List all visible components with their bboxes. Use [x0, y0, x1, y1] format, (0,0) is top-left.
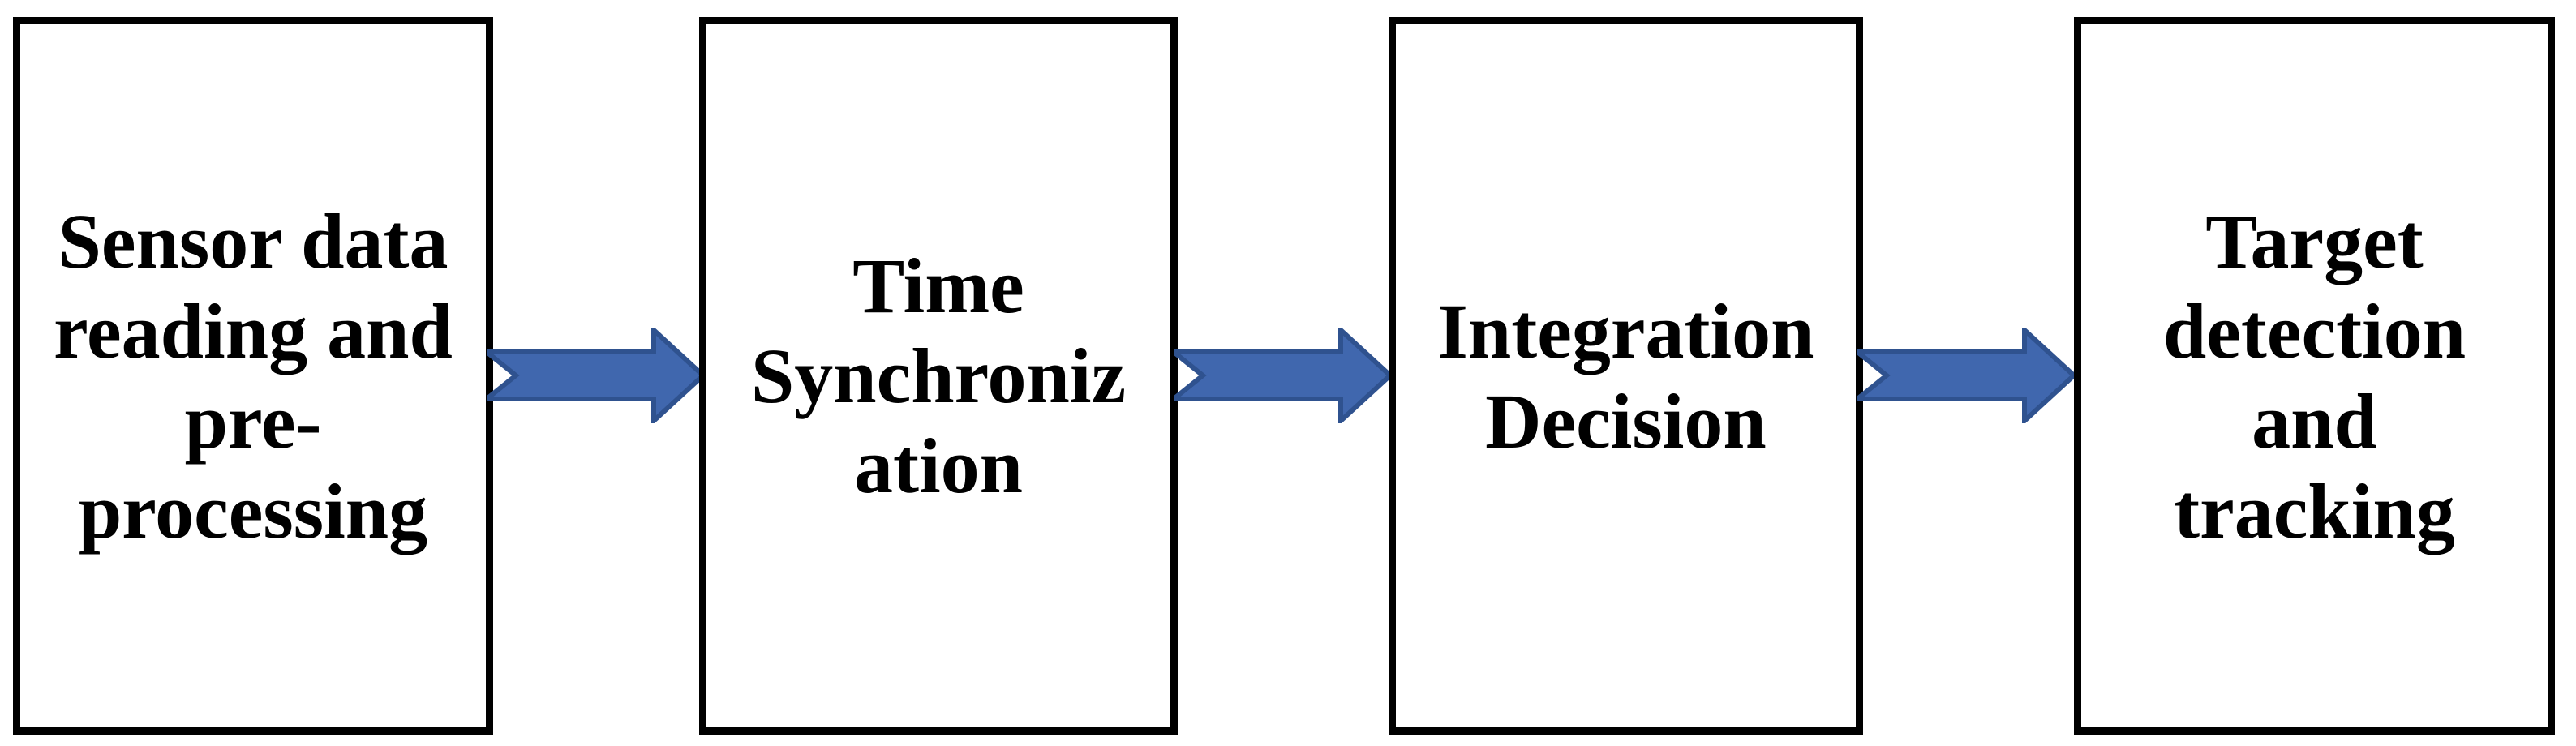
box-label-line: detection [2162, 287, 2467, 375]
box-label: Integration Decision [1438, 286, 1814, 466]
right-arrow-icon [487, 328, 706, 423]
right-arrow-icon [1174, 328, 1393, 423]
flow-box-sensor-data-reading-and-pre-processing: Sensor data reading and pre- processing [13, 17, 493, 735]
box-label-line: Decision [1485, 377, 1767, 465]
box-label-line: ation [853, 422, 1023, 509]
flow-box-target-detection-and-tracking: Target detection and tracking [2074, 17, 2555, 735]
box-label-line: Sensor data [58, 197, 449, 285]
box-label-line: reading and [54, 287, 453, 375]
right-arrow-icon [1857, 328, 2076, 423]
box-label-line: processing [78, 467, 428, 555]
box-label-line: Time [852, 242, 1024, 329]
flow-box-time-synchronization: Time Synchroniz ation [699, 17, 1178, 735]
box-label: Sensor data reading and pre- processing [54, 196, 453, 556]
box-label-line: Synchroniz [750, 332, 1127, 419]
box-label-line: pre- [184, 377, 322, 465]
box-label: Time Synchroniz ation [751, 241, 1126, 511]
box-label-line: tracking [2174, 467, 2455, 555]
box-label-line: Target [2205, 197, 2424, 285]
box-label: Target detection and tracking [2163, 196, 2466, 556]
box-label-line: and [2252, 377, 2377, 465]
box-label-line: Integration [1437, 287, 1814, 375]
flow-box-integration-decision: Integration Decision [1389, 17, 1863, 735]
